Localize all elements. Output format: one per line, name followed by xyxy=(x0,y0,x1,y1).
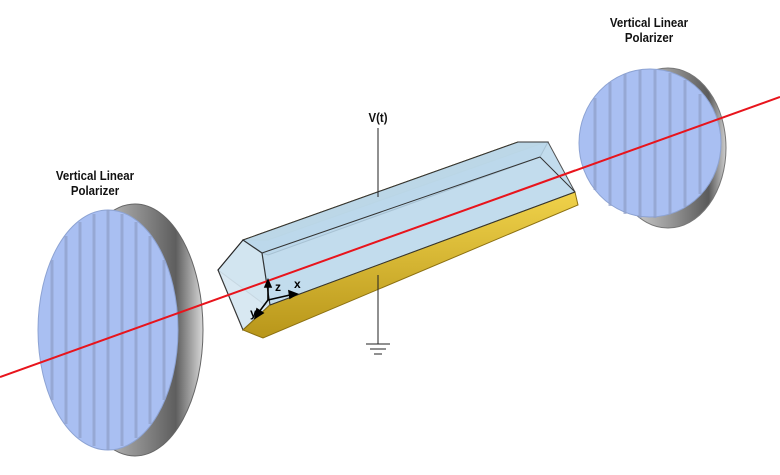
z-axis-label: z xyxy=(275,280,281,294)
voltage-circuit xyxy=(366,128,390,355)
x-axis-label: x xyxy=(294,277,301,291)
left-polarizer-grid-lines xyxy=(50,210,166,450)
voltage-label: V(t) xyxy=(368,110,388,125)
left-polarizer-label-line2: Polarizer xyxy=(70,183,120,198)
crystal-edge xyxy=(261,156,541,254)
right-polarizer xyxy=(578,67,727,229)
crystal-edge xyxy=(269,191,576,306)
crystal-front-face xyxy=(217,239,271,332)
coordinate-axes xyxy=(253,277,299,320)
bottom-electrode xyxy=(242,191,579,339)
y-axis-label: y xyxy=(250,306,257,320)
y-axis-arrow xyxy=(258,299,269,313)
right-polarizer-grid-lines xyxy=(593,70,702,218)
x-arrow-head xyxy=(288,289,299,300)
right-polarizer-label-line2: Polarizer xyxy=(624,30,674,45)
right-polarizer-label-line1: Vertical Linear xyxy=(609,15,689,30)
laser-beam xyxy=(0,96,780,378)
left-polarizer xyxy=(37,203,204,457)
ground-icon xyxy=(366,343,390,355)
y-arrow-head xyxy=(253,307,265,320)
laser-beam-inside-crystal xyxy=(261,169,576,284)
x-axis-arrow xyxy=(267,294,291,301)
z-arrow-head xyxy=(263,277,273,288)
left-polarizer-label-line1: Vertical Linear xyxy=(55,168,135,183)
crystal-cell xyxy=(217,141,579,339)
crystal-edge xyxy=(539,156,576,193)
